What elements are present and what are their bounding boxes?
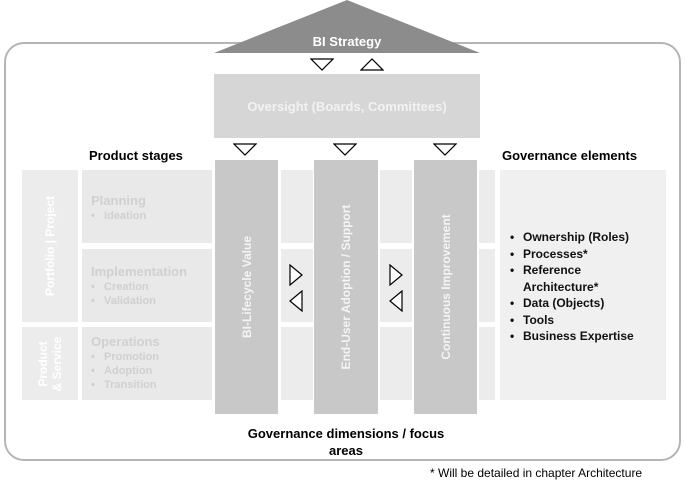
stage-title: Implementation — [91, 264, 188, 279]
product-stages-heading: Product stages — [89, 148, 183, 163]
caption-line-2: areas — [329, 443, 363, 458]
pillar-label: Continuous Improvement — [438, 214, 453, 360]
footnote: * Will be detailed in chapter Architectu… — [430, 466, 643, 480]
gap-cell — [281, 249, 313, 322]
left-triangle-icon — [289, 290, 303, 312]
left-triangle-icon — [389, 290, 403, 312]
roof-title: BI Strategy — [312, 34, 382, 49]
governance-dimensions-caption: Governance dimensions / focus areas — [200, 425, 492, 459]
product-service-label: Product & Service — [36, 336, 64, 391]
gap-cell — [380, 170, 412, 243]
stage-title: Operations — [91, 334, 160, 349]
portfolio-project-label: Portfolio | Project — [43, 195, 57, 297]
stage-operations: Operations • Promotion • Adoption • Tran… — [82, 327, 212, 400]
stage-item: • Promotion — [91, 351, 160, 363]
stage-title: Planning — [91, 193, 146, 208]
governance-element: Tools — [508, 312, 643, 329]
product-service-column: Product & Service — [22, 327, 78, 400]
pillar-label: End-User Adoption / Support — [339, 204, 353, 370]
governance-elements-heading: Governance elements — [502, 148, 638, 163]
gap-cell — [380, 327, 412, 400]
gap-cell — [380, 249, 412, 322]
stage-item: • Validation — [91, 295, 156, 307]
pillar-lifecycle-value: BI-Lifecycle Value — [215, 160, 278, 414]
governance-element: Reference Architecture* — [508, 262, 643, 295]
stage-item: • Ideation — [91, 210, 147, 222]
bi-strategy-roof — [214, 0, 480, 53]
portfolio-project-column: Portfolio | Project — [22, 170, 78, 322]
stage-planning: Planning • Ideation — [82, 170, 212, 243]
product-label-line-1: Product — [36, 340, 50, 387]
governance-elements-list: Ownership (Roles) Processes* Reference A… — [508, 229, 643, 345]
down-triangle-icon — [310, 58, 334, 71]
down-triangle-icon — [333, 143, 357, 156]
pillar-label: BI-Lifecycle Value — [239, 235, 254, 339]
governance-element: Processes* — [508, 246, 643, 263]
right-triangle-icon — [289, 264, 303, 286]
stage-item: • Adoption — [91, 365, 153, 377]
product-label-line-2: & Service — [50, 336, 64, 391]
governance-elements-box: Ownership (Roles) Processes* Reference A… — [500, 170, 666, 400]
stage-implementation: Implementation • Creation • Validation — [82, 249, 212, 322]
up-triangle-icon — [360, 58, 384, 71]
gap-cell — [479, 249, 495, 322]
gap-cell — [479, 327, 495, 400]
gap-cell — [479, 170, 495, 243]
stage-item: • Creation — [91, 281, 149, 293]
down-triangle-icon — [233, 143, 257, 156]
pillar-continuous-improvement: Continuous Improvement — [414, 160, 477, 414]
right-triangle-icon — [389, 264, 403, 286]
caption-line-1: Governance dimensions / focus — [247, 426, 445, 441]
pillar-end-user-adoption: End-User Adoption / Support — [314, 160, 378, 414]
gap-cell — [281, 170, 313, 243]
gap-cell — [281, 327, 313, 400]
governance-element: Business Expertise — [508, 328, 643, 345]
governance-element: Ownership (Roles) — [508, 229, 643, 246]
stage-item: • Transition — [91, 379, 157, 391]
down-triangle-icon — [433, 143, 457, 156]
oversight-label: Oversight (Boards, Committees) — [247, 98, 447, 114]
governance-element: Data (Objects) — [508, 295, 643, 312]
oversight-box: Oversight (Boards, Committees) — [214, 74, 480, 138]
